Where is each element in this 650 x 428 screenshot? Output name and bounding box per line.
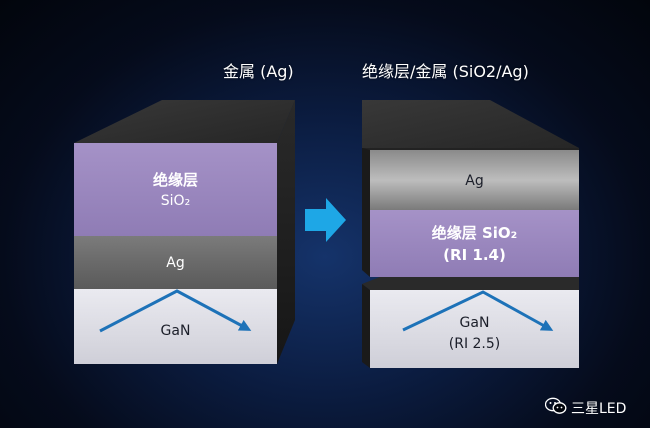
- left-insulator-text: 绝缘层 SiO₂: [74, 168, 277, 213]
- left-insulator-layer: [74, 143, 277, 236]
- left-gan-text: GaN: [74, 320, 277, 342]
- right-metal-label: Ag: [465, 172, 484, 189]
- right-insulator-label: 绝缘层 SiO₂: [431, 224, 518, 242]
- right-gan-text: GaN (RI 2.5): [370, 312, 579, 356]
- left-metal-text: Ag: [74, 252, 277, 274]
- right-gan-ri: (RI 2.5): [448, 336, 501, 352]
- wechat-icon: [545, 397, 567, 415]
- left-insulator-label: 绝缘层: [152, 171, 198, 189]
- right-metal-text: Ag: [370, 170, 579, 192]
- right-metal-layer: [370, 150, 579, 210]
- right-top-face: [362, 100, 579, 148]
- right-stack: [362, 100, 579, 368]
- right-insulator-layer: [370, 210, 579, 277]
- right-lower-top: [362, 277, 579, 290]
- left-metal-layer: [74, 236, 277, 289]
- left-reflection-ray: [99, 289, 252, 333]
- left-gan-label: GaN: [160, 322, 191, 339]
- right-left-edge-upper: [362, 148, 370, 277]
- right-reflection-ray: [402, 290, 554, 332]
- left-side-face: [277, 100, 295, 364]
- right-stack-title: 绝缘层/金属 (SiO2/Ag): [362, 62, 529, 81]
- left-top-face: [74, 100, 295, 143]
- right-insulator-text: 绝缘层 SiO₂ (RI 1.4): [370, 222, 579, 266]
- left-stack-title: 金属 (Ag): [223, 62, 294, 81]
- left-metal-label: Ag: [166, 254, 185, 271]
- right-left-edge-lower: [362, 284, 370, 368]
- left-stack: [74, 100, 295, 364]
- transition-arrow-icon: [305, 198, 346, 242]
- right-insulator-ri: (RI 1.4): [443, 246, 506, 264]
- right-gan-label: GaN: [459, 315, 490, 331]
- left-insulator-formula: SiO₂: [160, 193, 191, 209]
- brand-label: 三星LED: [571, 401, 627, 417]
